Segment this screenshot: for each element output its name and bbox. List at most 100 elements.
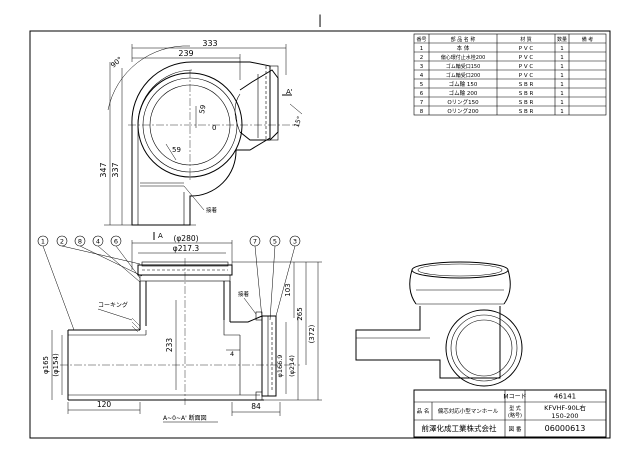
svg-text:1: 1 xyxy=(560,100,564,106)
parts-table: 番号 部 品 名 称 材 質 数量 備 考 1 本 体 P V C 1 2 偏心… xyxy=(413,33,607,116)
svg-text:1: 1 xyxy=(420,46,424,52)
svg-text:1: 1 xyxy=(560,64,564,70)
dim-phi-154: (φ154) xyxy=(52,353,60,377)
dim-4: 4 xyxy=(230,350,234,358)
angle-90: 90° xyxy=(109,55,124,69)
right-socket xyxy=(255,311,277,401)
svg-text:1: 1 xyxy=(560,55,564,61)
svg-text:3: 3 xyxy=(420,64,424,70)
dim-phi-214: (φ214) xyxy=(288,355,296,377)
svg-text:4: 4 xyxy=(96,238,100,246)
svg-text:ゴム輪受口200: ゴム輪受口200 xyxy=(446,72,481,79)
svg-text:本 体: 本 体 xyxy=(457,44,470,52)
table-row: 7 Oリング150 S B R 1 xyxy=(420,98,564,106)
svg-text:4: 4 xyxy=(420,73,424,79)
svg-text:6: 6 xyxy=(114,238,118,246)
plan-view: 333 239 90° 59 59 0 347 xyxy=(99,39,304,240)
svg-text:1: 1 xyxy=(560,46,564,52)
svg-text:P V C: P V C xyxy=(519,73,534,79)
svg-text:S B R: S B R xyxy=(519,82,534,88)
isometric-socket-outer xyxy=(445,309,523,387)
svg-text:1: 1 xyxy=(560,91,564,97)
dim-333: 333 xyxy=(202,39,217,48)
balloon-3: 3 xyxy=(275,235,301,317)
top-mark: | xyxy=(318,13,322,27)
svg-text:P V C: P V C xyxy=(519,55,534,61)
model-label-1: 型 式 xyxy=(509,405,521,412)
balloon-7: 7 xyxy=(249,235,263,319)
isometric-view xyxy=(355,261,523,387)
drawing-number-value: 06000613 xyxy=(545,424,586,433)
company-name: 前澤化成工業株式会社 xyxy=(422,423,497,433)
model-value-2: 150-200 xyxy=(551,412,578,420)
table-row: 6 ゴム輪 200 S B R 1 xyxy=(420,89,564,97)
side-socket xyxy=(234,65,279,141)
solvent-hatch xyxy=(140,182,184,187)
dim-103: 103 xyxy=(284,283,292,296)
dim-265: 265 xyxy=(296,307,304,320)
svg-text:1: 1 xyxy=(560,73,564,79)
model-value-1: KFVHF-90L右 xyxy=(544,403,586,412)
svg-text:2: 2 xyxy=(60,238,64,246)
header-name: 部 品 名 称 xyxy=(451,36,476,43)
dim-59-a: 59 xyxy=(198,104,207,114)
model-label-2: (略号) xyxy=(508,412,522,419)
svg-text:P V C: P V C xyxy=(519,46,534,52)
svg-text:5: 5 xyxy=(273,238,277,246)
dim-phi-165: φ165 xyxy=(42,356,50,374)
svg-text:P V C: P V C xyxy=(519,64,534,70)
svg-text:S B R: S B R xyxy=(519,109,534,115)
solvent-label: 接着 xyxy=(238,290,250,298)
svg-text:1: 1 xyxy=(560,109,564,115)
header-remarks: 備 考 xyxy=(582,36,594,43)
svg-text:ゴム輪受口150: ゴム輪受口150 xyxy=(446,63,481,70)
svg-text:Oリング150: Oリング150 xyxy=(447,98,479,106)
svg-text:S B R: S B R xyxy=(519,100,534,106)
section-view: (φ280) φ217.3 xyxy=(37,234,322,423)
svg-text:8: 8 xyxy=(78,238,82,246)
section-mark-a-prime: A' xyxy=(286,88,293,96)
header-no: 番号 xyxy=(416,36,426,43)
header-qty: 数量 xyxy=(557,36,567,43)
svg-text:8: 8 xyxy=(420,109,424,115)
rib-label: 0 xyxy=(212,124,216,132)
drawing-number-label: 図 番 xyxy=(509,426,522,433)
table-row: 1 本 体 P V C 1 xyxy=(420,44,564,52)
product-name-value: 偏芯対応小型マンホール xyxy=(438,407,499,415)
svg-text:7: 7 xyxy=(420,100,424,106)
svg-text:3: 3 xyxy=(293,238,297,246)
balloon-8: 8 xyxy=(74,235,143,277)
svg-text:S B R: S B R xyxy=(519,91,534,97)
table-row: 3 ゴム輪受口150 P V C 1 xyxy=(420,63,564,70)
balloon-6: 6 xyxy=(110,235,141,279)
svg-text:6: 6 xyxy=(420,91,424,97)
svg-text:Oリング200: Oリング200 xyxy=(447,107,479,115)
section-caption: A~0~A' 断面図 xyxy=(163,414,207,422)
dim-239: 239 xyxy=(178,49,193,58)
title-block: Mコード 46141 品 名 偏芯対応小型マンホール 型 式 (略号) KFVH… xyxy=(413,389,607,438)
dim-337: 337 xyxy=(111,162,120,177)
svg-text:ゴム輪 200: ゴム輪 200 xyxy=(449,89,478,97)
solvent-note: 接着 xyxy=(206,206,218,214)
svg-text:5: 5 xyxy=(420,82,424,88)
sheet-border xyxy=(29,30,611,439)
svg-text:ゴム輪 150: ゴム輪 150 xyxy=(449,80,478,88)
svg-text:7: 7 xyxy=(253,238,257,246)
dim-120: 120 xyxy=(97,400,112,409)
section-mark-a: A xyxy=(158,232,163,240)
m-code-label: Mコード xyxy=(503,394,526,401)
table-row: 8 Oリング200 S B R 1 xyxy=(420,107,564,115)
dim-59-b: 59 xyxy=(172,146,181,154)
table-row: 4 ゴム輪受口200 P V C 1 xyxy=(420,72,564,79)
balloon-5: 5 xyxy=(269,235,281,321)
angle-15: 15° xyxy=(292,115,303,129)
svg-text:1: 1 xyxy=(41,238,45,246)
dim-347: 347 xyxy=(99,162,108,177)
svg-text:2: 2 xyxy=(420,55,424,61)
m-code-value: 46141 xyxy=(554,393,576,401)
dim-372: (372) xyxy=(308,324,316,343)
balloon-1: 1 xyxy=(37,235,75,331)
dim-phi-280: (φ280) xyxy=(173,234,198,243)
caulking-label: コーキング xyxy=(98,301,128,309)
